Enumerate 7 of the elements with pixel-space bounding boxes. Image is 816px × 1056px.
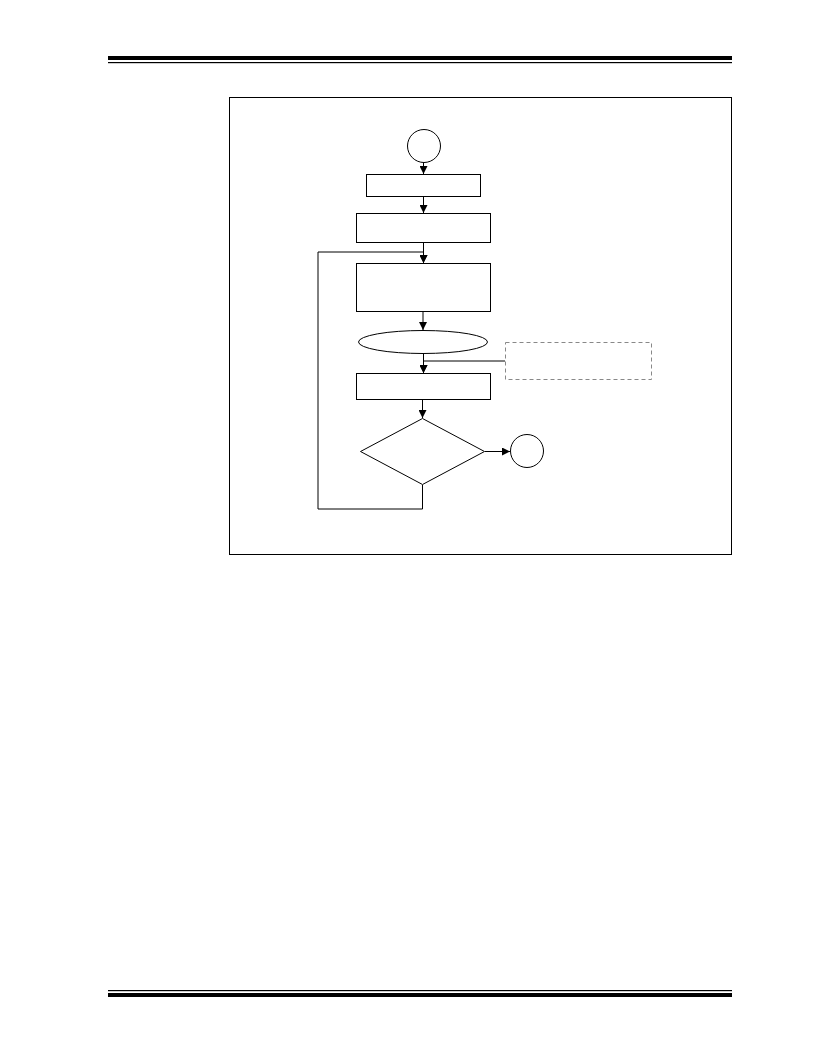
arrow — [317, 251, 428, 510]
arrow — [484, 447, 511, 456]
arrow — [419, 196, 428, 214]
arrow — [419, 360, 506, 374]
arrow — [419, 311, 427, 331]
arrow — [419, 162, 428, 175]
arrow — [418, 399, 427, 419]
